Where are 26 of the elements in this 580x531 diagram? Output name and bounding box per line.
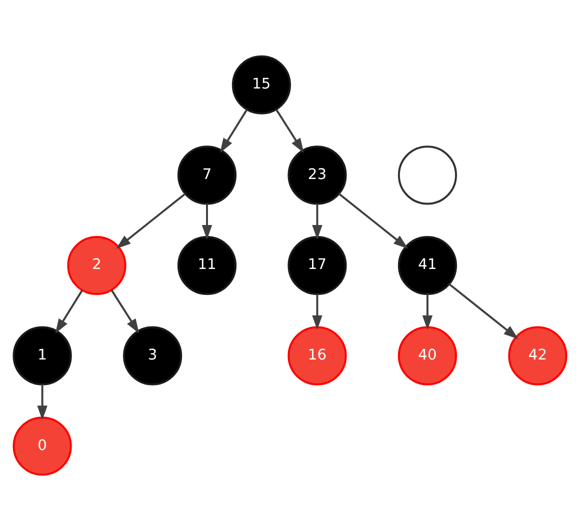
node-circle: 2 (67, 236, 126, 296)
arrow (276, 109, 304, 153)
arrow (448, 283, 518, 340)
arrow (37, 384, 48, 420)
node-circle: 1 (12, 326, 72, 386)
node-circle: 23 (288, 146, 347, 205)
node-circle: 42 (508, 326, 568, 386)
node-circle: 3 (122, 326, 182, 386)
arrow (312, 204, 322, 240)
node-circle: 11 (177, 236, 237, 296)
arrow (312, 294, 322, 330)
arrow (110, 290, 140, 334)
arrow (116, 193, 186, 249)
arrow (55, 290, 83, 334)
arrow (422, 294, 433, 330)
node-circle: 17 (288, 236, 347, 296)
node-circle: 0 (12, 416, 72, 476)
node-circle: 40 (398, 326, 458, 386)
node-circle (398, 146, 458, 205)
arrow (220, 109, 248, 153)
node-circle: 7 (177, 146, 237, 205)
node-circle: 15 (232, 55, 291, 114)
node-circle: 16 (288, 326, 347, 386)
node-circle: 41 (398, 236, 458, 296)
arrow (202, 204, 212, 240)
arrow (338, 193, 408, 249)
